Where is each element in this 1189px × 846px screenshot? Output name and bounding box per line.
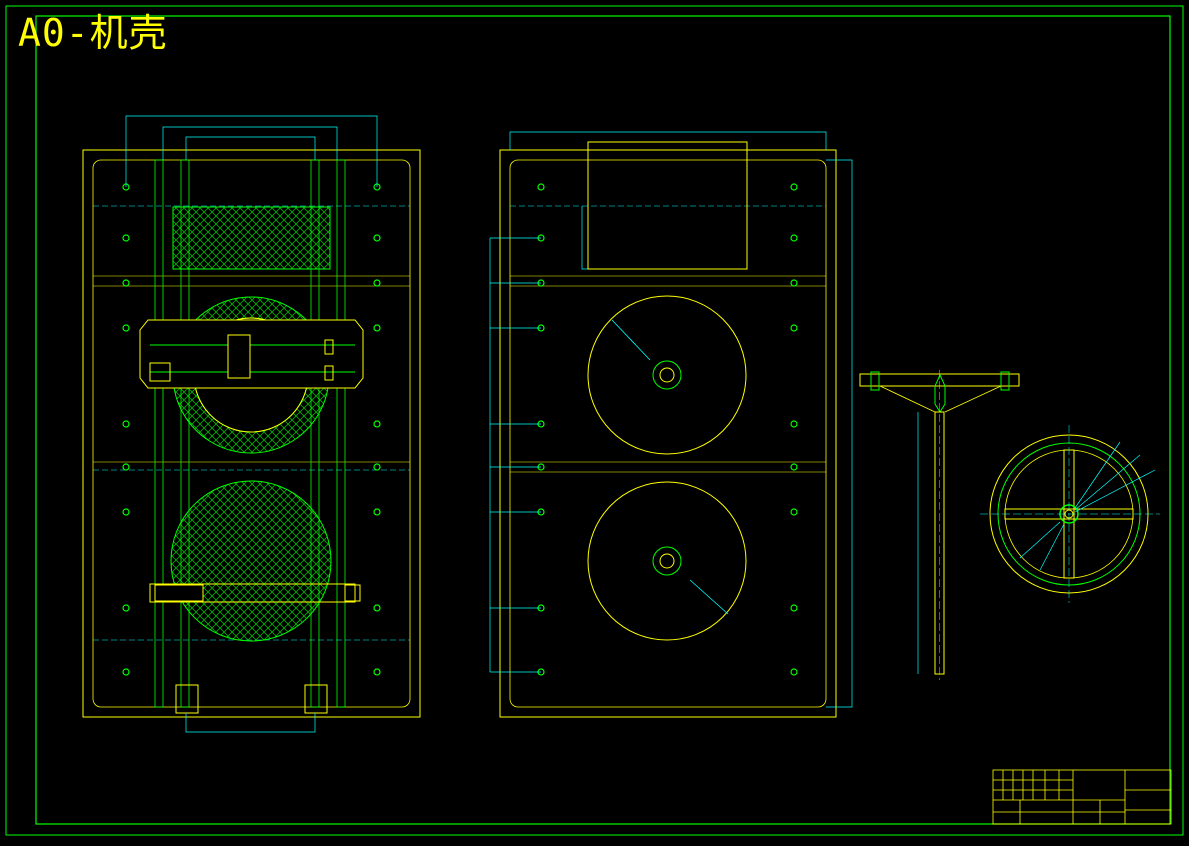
top-box — [587, 141, 748, 270]
wheel-view — [980, 425, 1160, 603]
side-view — [489, 131, 853, 718]
front-view — [82, 115, 421, 733]
inner-frame — [35, 15, 1171, 825]
motor-right — [304, 684, 328, 714]
side-housing-inner — [509, 159, 827, 708]
upper-disc — [587, 295, 747, 455]
title-block — [992, 769, 1172, 825]
side-housing-outer — [499, 149, 837, 718]
support-section-view — [859, 370, 1020, 680]
front-housing-inner — [92, 159, 411, 708]
hatched-block — [172, 206, 331, 270]
hatched-disc — [170, 480, 332, 642]
front-housing-outer — [82, 149, 421, 718]
drawing-title: A0-机壳 — [18, 11, 168, 55]
lower-disc — [587, 481, 747, 641]
lower-bar — [149, 583, 356, 603]
motor-left — [175, 684, 199, 714]
outer-frame — [5, 5, 1184, 836]
carriage-plate — [139, 319, 364, 389]
